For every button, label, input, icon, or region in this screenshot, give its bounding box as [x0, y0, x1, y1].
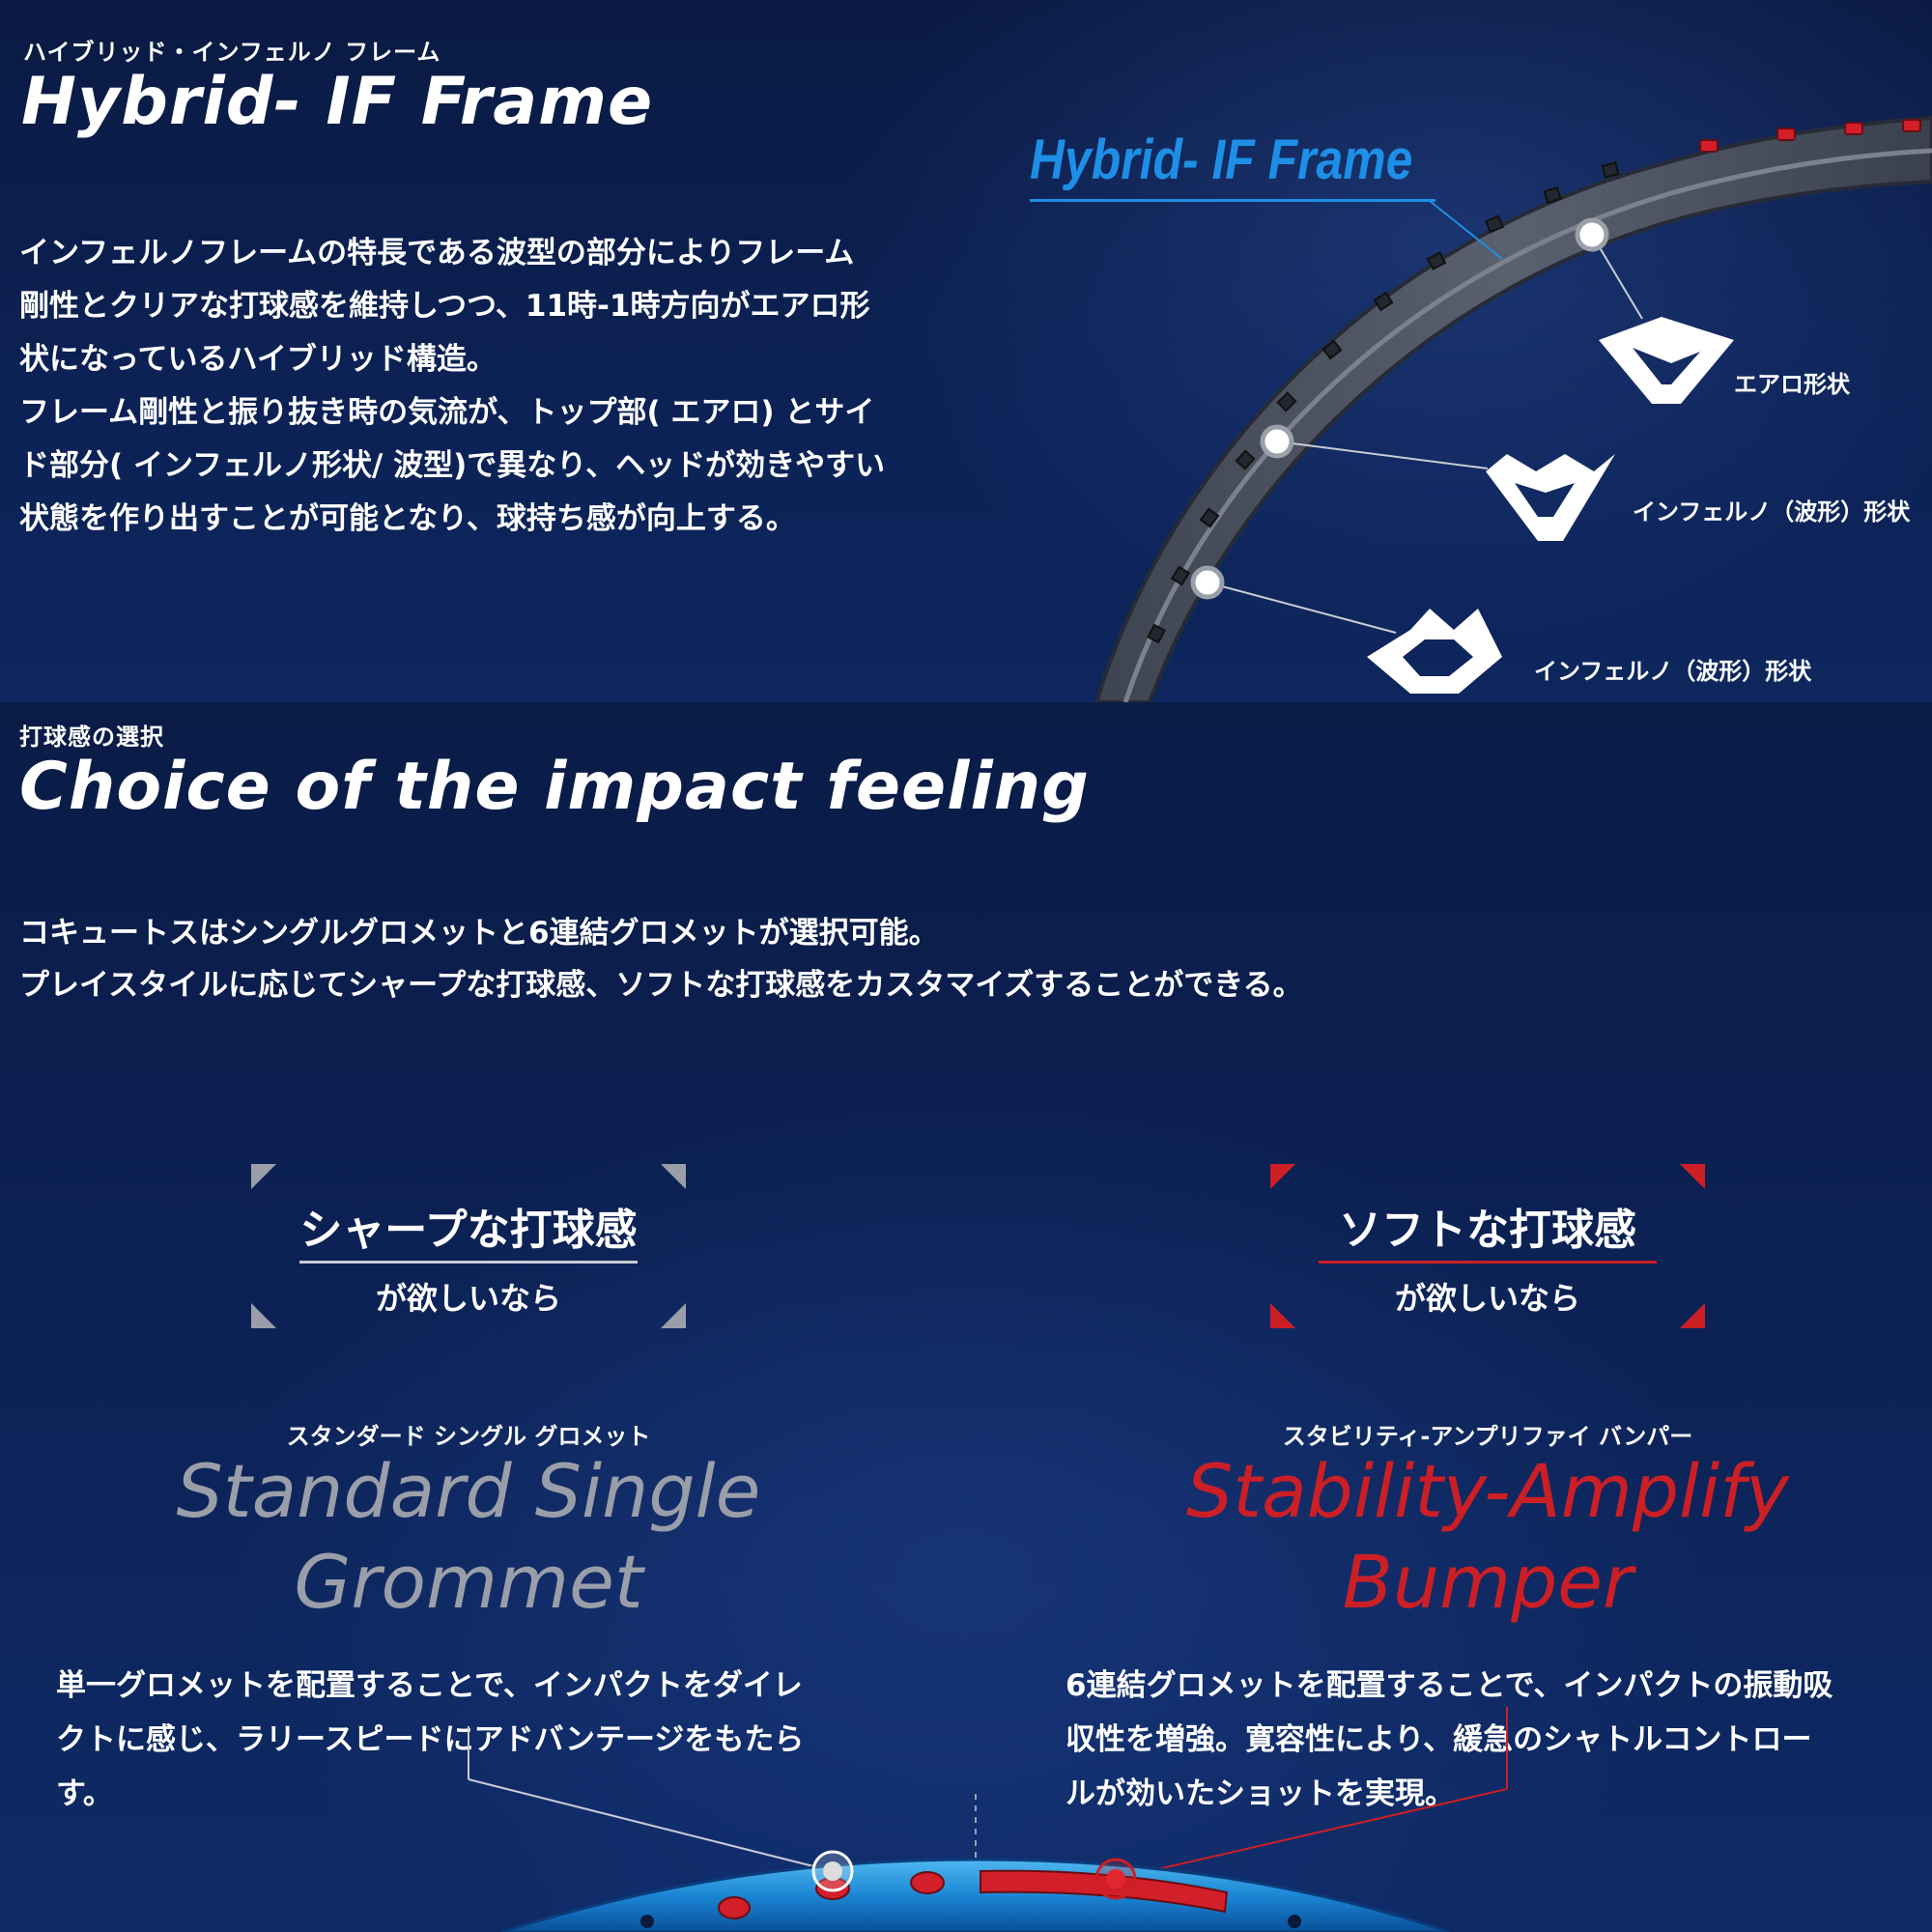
impact-title: Choice of the impact feeling	[19, 749, 1090, 825]
frame-title: Hybrid- IF Frame	[21, 64, 654, 140]
soft-choice-box: ソフトな打球感 が欲しいなら	[1270, 1164, 1705, 1328]
single-grommets	[718, 1871, 945, 1919]
bumper-title-line2: Bumper	[1342, 1539, 1634, 1625]
sharp-choice-rule	[299, 1261, 638, 1264]
single-marker-dot	[823, 1861, 842, 1881]
frame-description: インフェルノフレームの特長である波型の部分によりフレーム 剛性とクリアな打球感を…	[19, 236, 886, 536]
single-grommet-title-line1: Standard Single	[176, 1448, 761, 1534]
corner-bl	[251, 1303, 276, 1328]
bumper-kicker: スタビリティ-アンプリファイ バンパー	[1282, 1423, 1693, 1450]
inferno-shape-upper-caption: インフェルノ（波形）形状	[1633, 498, 1911, 526]
inferno-shape-upper-icon	[1486, 454, 1615, 541]
bumper-title-line1: Stability-Amplify	[1186, 1448, 1789, 1534]
bumper-title: Stability-Amplify Bumper	[1101, 1446, 1874, 1628]
single-grommet-title: Standard Single Grommet	[87, 1446, 850, 1628]
soft-choice-sub: が欲しいなら	[1394, 1280, 1580, 1317]
grommet-row-red	[1699, 119, 1921, 153]
sharp-choice-sub: が欲しいなら	[375, 1280, 561, 1317]
inferno-lower-leader	[1207, 582, 1397, 634]
frame-diagram-underline	[1030, 199, 1435, 202]
impact-description: コキュートスはシングルグロメットと6連結グロメットが選択可能。 プレイスタイルに…	[19, 916, 1303, 1003]
corner-tr	[1680, 1164, 1705, 1189]
corner-tl	[1270, 1164, 1295, 1189]
single-grommet-title-line2: Grommet	[294, 1539, 643, 1625]
corner-tr	[661, 1164, 686, 1189]
impact-feeling-section: 打球感の選択 Choice of the impact feeling コキュー…	[0, 702, 1932, 1932]
frame-holes	[640, 1915, 1301, 1928]
sharp-choice-box: シャープな打球感 が欲しいなら	[251, 1164, 686, 1328]
frame-label-leader	[1429, 200, 1503, 260]
frame-band	[1094, 115, 1932, 702]
sharp-choice-title: シャープな打球感	[299, 1206, 638, 1255]
frame-diagram-label: Hybrid- IF Frame	[1030, 128, 1413, 191]
frame-kicker: ハイブリッド・インフェルノ フレーム	[23, 39, 441, 66]
red-bumper	[980, 1869, 1229, 1914]
inferno-shape-lower-caption: インフェルノ（波形）形状	[1534, 658, 1812, 685]
racket-grommet-illustration	[468, 1707, 1508, 1932]
racket-frame-illustration	[1094, 115, 1932, 702]
single-grommet-description: 単一グロメットを配置することで、インパクトをダイレ クトに感じ、ラリースピードに…	[56, 1668, 805, 1811]
aero-shape-caption: エアロ形状	[1734, 371, 1850, 398]
marker-circles	[1190, 217, 1609, 600]
bumper-marker-dot	[1106, 1869, 1125, 1889]
grommet-row-dark	[1147, 161, 1620, 644]
inferno-shape-lower-icon	[1367, 609, 1502, 694]
corner-br	[661, 1303, 686, 1328]
bumper-description: 6連結グロメットを配置することで、インパクトの振動吸 収性を増強。寛容性により、…	[1065, 1668, 1833, 1811]
soft-choice-rule	[1319, 1261, 1657, 1264]
bumper-leader-diagonal	[1115, 1788, 1508, 1880]
impact-kicker: 打球感の選択	[19, 724, 164, 751]
corner-bl	[1270, 1303, 1295, 1328]
hybrid-frame-section: ハイブリッド・インフェルノ フレーム Hybrid- IF Frame インフェ…	[0, 0, 1932, 702]
soft-choice-title: ソフトな打球感	[1339, 1206, 1636, 1255]
inferno-upper-leader	[1276, 440, 1489, 469]
single-leader-diagonal	[468, 1778, 834, 1872]
corner-br	[1680, 1303, 1705, 1328]
corner-tl	[251, 1164, 276, 1189]
frame-inner-line	[1122, 148, 1932, 702]
single-grommet-kicker: スタンダード シングル グロメット	[286, 1423, 651, 1450]
aero-shape-icon	[1599, 317, 1734, 404]
